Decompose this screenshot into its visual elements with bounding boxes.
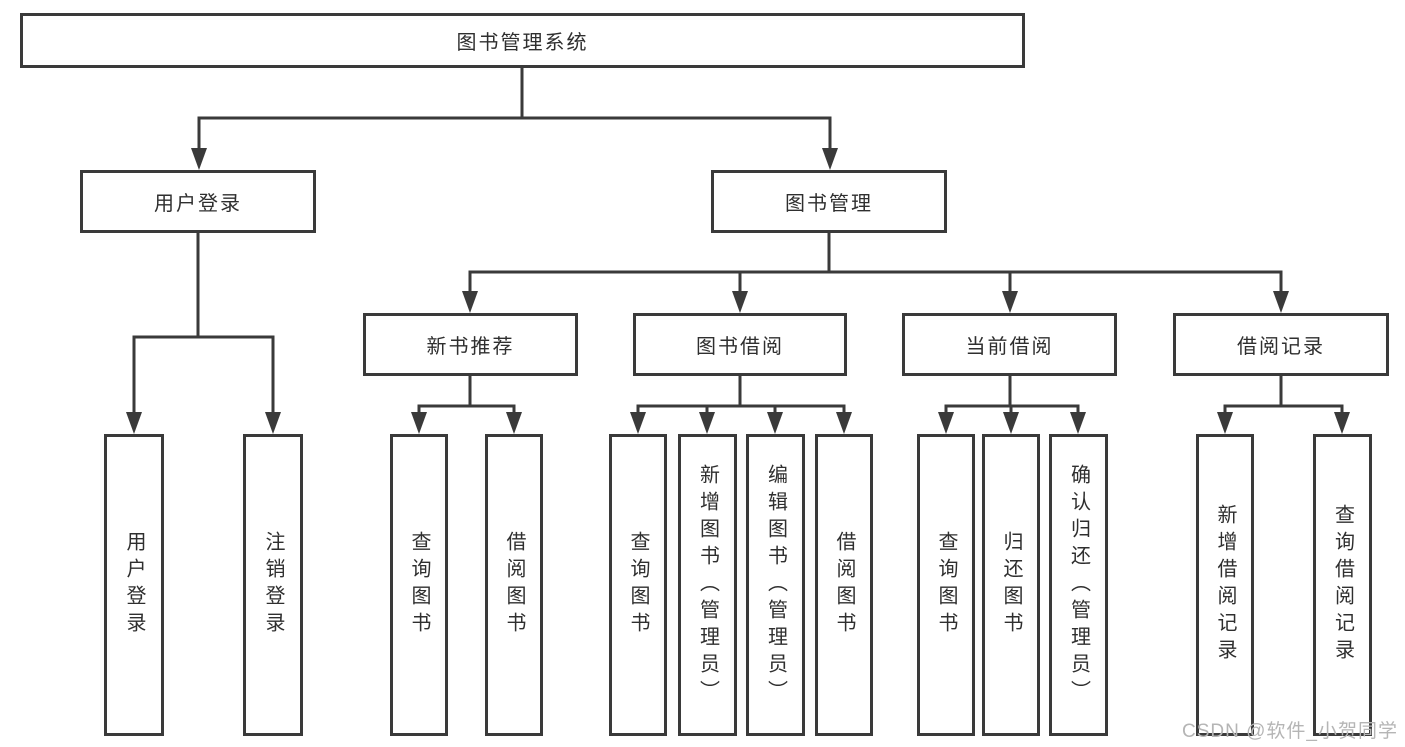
node-borrow-records: 借阅记录 (1173, 313, 1389, 376)
leaf-newbook-borrow-books: 借阅图书 (485, 434, 543, 736)
node-root-system: 图书管理系统 (20, 13, 1025, 68)
arrowhead-icon (1217, 412, 1233, 434)
arrowhead-icon (1334, 412, 1350, 434)
arrowhead-icon (1070, 412, 1086, 434)
leaf-current-confirm-return-admin: 确认归还（管理员） (1049, 434, 1108, 736)
arrowhead-icon (506, 412, 522, 434)
arrowhead-icon (767, 412, 783, 434)
arrowhead-icon (411, 412, 427, 434)
leaf-newbook-query-books: 查询图书 (390, 434, 448, 736)
arrowhead-icon (836, 412, 852, 434)
node-book-borrow: 图书借阅 (633, 313, 847, 376)
arrowhead-icon (1002, 291, 1018, 313)
leaf-logout: 注销登录 (243, 434, 303, 736)
arrowhead-icon (265, 412, 281, 434)
node-book-management: 图书管理 (711, 170, 947, 233)
arrowhead-icon (630, 412, 646, 434)
arrowhead-icon (822, 148, 838, 170)
leaf-current-return-books: 归还图书 (982, 434, 1040, 736)
leaf-records-add-record: 新增借阅记录 (1196, 434, 1254, 736)
arrowhead-icon (1273, 291, 1289, 313)
arrowhead-icon (938, 412, 954, 434)
csdn-watermark: CSDN @软件_小贺同学 (1182, 721, 1398, 742)
arrowhead-icon (732, 291, 748, 313)
leaf-borrow-add-book-admin: 新增图书（管理员） (678, 434, 737, 736)
leaf-borrow-borrow-books: 借阅图书 (815, 434, 873, 736)
leaf-borrow-edit-book-admin: 编辑图书（管理员） (746, 434, 805, 736)
leaf-user-login: 用户登录 (104, 434, 164, 736)
arrowhead-icon (462, 291, 478, 313)
node-new-book-recommend: 新书推荐 (363, 313, 578, 376)
arrowhead-icon (699, 412, 715, 434)
arrowhead-icon (126, 412, 142, 434)
node-current-borrow: 当前借阅 (902, 313, 1117, 376)
node-user-login: 用户登录 (80, 170, 316, 233)
arrowhead-icon (191, 148, 207, 170)
leaf-records-query-record: 查询借阅记录 (1313, 434, 1372, 736)
leaf-current-query-books: 查询图书 (917, 434, 975, 736)
arrowheads (126, 148, 1350, 434)
leaf-borrow-query-books: 查询图书 (609, 434, 667, 736)
arrowhead-icon (1003, 412, 1019, 434)
